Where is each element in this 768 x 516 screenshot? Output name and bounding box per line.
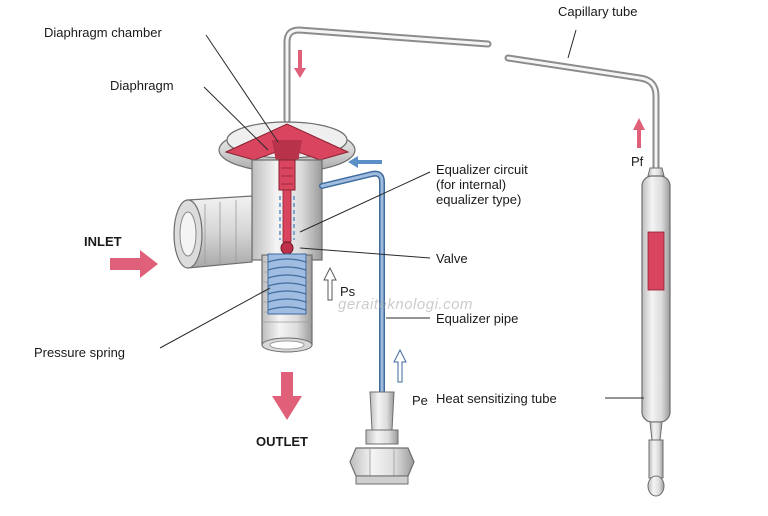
heat-sensitizing-tube	[641, 167, 671, 497]
leader-lines	[159, 29, 644, 399]
capillary-flow-arrow	[294, 50, 306, 78]
label-capillary-tube: Capillary tube	[558, 4, 638, 19]
label-outlet: OUTLET	[256, 434, 308, 449]
pf-pressure-arrow	[633, 118, 645, 148]
label-diaphragm-chamber: Diaphragm chamber	[44, 25, 162, 40]
label-ps: Ps	[340, 284, 356, 299]
label-pf: Pf	[631, 154, 644, 169]
equalizer-fitting	[349, 391, 415, 485]
equalizer-inflow-arrow	[348, 156, 382, 168]
label-valve: Valve	[436, 251, 468, 266]
outlet-arrow	[272, 372, 302, 420]
ps-pressure-arrow	[323, 266, 337, 301]
equalizer-pipe	[319, 170, 385, 395]
label-equalizer-pipe: Equalizer pipe	[436, 311, 519, 326]
inlet-fitting	[173, 195, 253, 269]
label-inlet: INLET	[84, 234, 122, 249]
label-pressure-spring: Pressure spring	[34, 345, 126, 360]
label-diaphragm: Diaphragm	[110, 78, 174, 93]
label-equalizer-circuit: Equalizer circuit (for internal) equaliz…	[436, 162, 528, 207]
equalizer-circuit-lines	[279, 196, 295, 240]
valve-ball	[280, 241, 294, 255]
label-pe: Pe	[412, 393, 428, 408]
pe-pressure-arrow	[393, 348, 407, 383]
watermark: geraiteknologi.com	[338, 296, 473, 313]
pressure-spring	[267, 253, 307, 315]
label-heat-sensitizing-tube: Heat sensitizing tube	[436, 391, 557, 406]
inlet-arrow	[110, 250, 158, 278]
